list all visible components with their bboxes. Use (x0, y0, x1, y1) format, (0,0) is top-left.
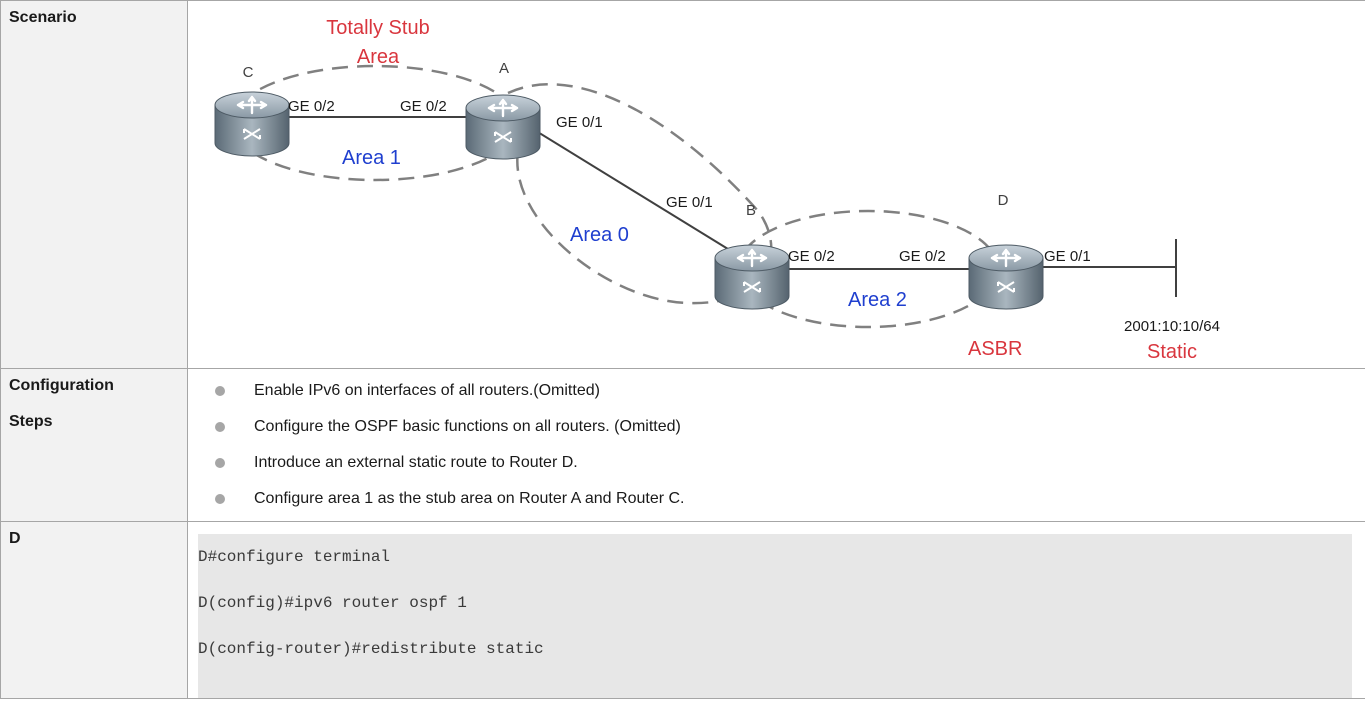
diagram-cell: Totally Stub Area C A B D GE 0/2 GE 0/2 … (187, 0, 1365, 369)
title-line2: Area (357, 46, 400, 68)
bullet-icon (215, 458, 225, 468)
bullet-icon (215, 422, 225, 432)
config-label-line1: Configuration (9, 377, 114, 394)
router-d-label-cell: D (0, 521, 188, 699)
static-label: Static (1147, 341, 1197, 363)
config-steps-cell: Enable IPv6 on interfaces of all routers… (187, 368, 1365, 522)
step-text: Introduce an external static route to Ro… (254, 454, 578, 471)
area2-label: Area 2 (848, 289, 907, 311)
router-b-icon (713, 243, 791, 311)
d-ge02-label: GE 0/2 (899, 248, 946, 265)
list-item: Configure area 1 as the stub area on Rou… (188, 481, 1365, 517)
config-steps-label-cell: Configuration Steps (0, 368, 188, 522)
steps-list: Enable IPv6 on interfaces of all routers… (188, 369, 1365, 521)
router-a-label: A (499, 60, 509, 77)
code-block: D#configure terminal D(config)#ipv6 rout… (198, 534, 1352, 698)
code-line: D(config-router)#redistribute static (198, 640, 544, 658)
a-ge01-label: GE 0/1 (556, 114, 603, 131)
b-ge01-label: GE 0/1 (666, 194, 713, 211)
scenario-label-cell: Scenario (0, 0, 188, 369)
scenario-label: Scenario (9, 9, 77, 26)
asbr-label: ASBR (968, 338, 1022, 360)
router-a-icon (464, 93, 542, 161)
bullet-icon (215, 386, 225, 396)
step-text: Configure the OSPF basic functions on al… (254, 418, 681, 435)
router-d-icon (967, 243, 1045, 311)
network-label: 2001:10:10/64 (1124, 318, 1220, 335)
config-label-line2: Steps (9, 413, 53, 430)
code-line: D#configure terminal (198, 548, 391, 566)
c-ge02-label: GE 0/2 (288, 98, 335, 115)
code-line: D(config)#ipv6 router ospf 1 (198, 594, 467, 612)
d-ge01-label: GE 0/1 (1044, 248, 1091, 265)
ospf-topology-diagram: Totally Stub Area C A B D GE 0/2 GE 0/2 … (213, 17, 1220, 363)
config-table: Scenario (0, 0, 1365, 699)
code-cell: D#configure terminal D(config)#ipv6 rout… (187, 521, 1365, 699)
config-steps-label: Configuration Steps (1, 361, 187, 440)
scenario-row: Scenario (0, 0, 1365, 369)
area1-label: Area 1 (342, 147, 401, 169)
b-ge02-label: GE 0/2 (788, 248, 835, 265)
step-text: Enable IPv6 on interfaces of all routers… (254, 382, 600, 399)
router-c-label: C (243, 64, 254, 81)
area0-label: Area 0 (570, 224, 629, 246)
router-d-row-label: D (9, 530, 21, 547)
router-b-label: B (746, 202, 756, 219)
bullet-icon (215, 494, 225, 504)
config-steps-row: Configuration Steps Enable IPv6 on inter… (0, 368, 1365, 522)
list-item: Introduce an external static route to Ro… (188, 445, 1365, 481)
list-item: Configure the OSPF basic functions on al… (188, 409, 1365, 445)
list-item: Enable IPv6 on interfaces of all routers… (188, 373, 1365, 409)
router-d-label: D (998, 192, 1009, 209)
router-d-row: D D#configure terminal D(config)#ipv6 ro… (0, 521, 1365, 699)
router-c-icon (213, 90, 291, 158)
link-a-b (527, 125, 729, 250)
title-line1: Totally Stub (326, 17, 429, 39)
a-ge02-label: GE 0/2 (400, 98, 447, 115)
step-text: Configure area 1 as the stub area on Rou… (254, 490, 685, 507)
